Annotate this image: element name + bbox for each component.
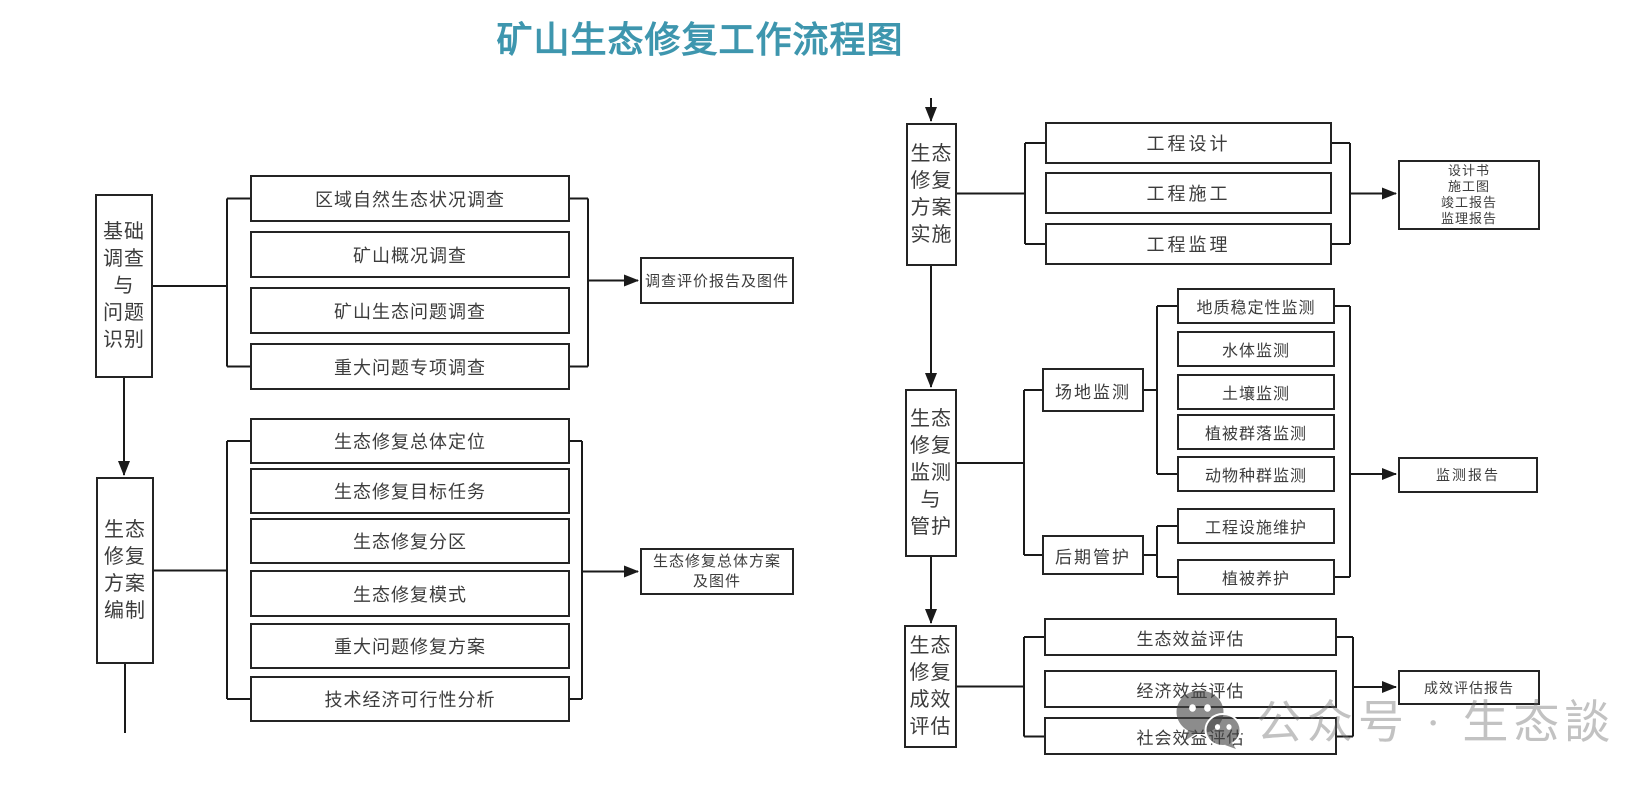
- maintenance-bracket: [1144, 525, 1177, 578]
- node-water-monitoring: 水体监测: [1177, 331, 1335, 367]
- node-stage2-plan-compilation: 生态 修复 方案 编制: [96, 477, 154, 664]
- stage1-left-bracket: [153, 197, 250, 368]
- node-vegetation-care: 植被养护: [1177, 559, 1335, 595]
- stage5-left-bracket: [957, 636, 1044, 738]
- node-ecological-benefit-evaluation: 生态效益评估: [1044, 618, 1337, 656]
- node-major-issue-plan: 重大问题修复方案: [250, 623, 570, 669]
- node-restoration-zoning: 生态修复分区: [250, 518, 570, 564]
- node-major-issue-survey: 重大问题专项调查: [250, 343, 570, 390]
- node-design-docs-output: 设计书 施工图 竣工报告 监理报告: [1398, 160, 1540, 230]
- node-animal-population-monitoring: 动物种群监测: [1177, 456, 1335, 492]
- node-stage1-basic-survey: 基础 调查 与 问题 识别: [95, 194, 153, 378]
- node-overall-positioning: 生态修复总体定位: [250, 418, 570, 464]
- stage1-right-bracket: [570, 197, 589, 368]
- stage2-left-bracket: [154, 440, 250, 700]
- node-mine-eco-problem-survey: 矿山生态问题调查: [250, 287, 570, 334]
- stage4-right-bracket: [1335, 305, 1351, 578]
- node-mine-overview-survey: 矿山概况调查: [250, 231, 570, 278]
- page-title: 矿山生态修复工作流程图: [496, 19, 904, 60]
- node-engineering-supervision: 工程监理: [1045, 223, 1332, 265]
- node-soil-monitoring: 土壤监测: [1177, 374, 1335, 410]
- node-stage3-plan-implementation: 生态 修复 方案 实施: [906, 123, 957, 266]
- node-facility-maintenance: 工程设施维护: [1177, 508, 1335, 544]
- stage2-right-bracket: [570, 440, 583, 700]
- node-goal-tasks: 生态修复目标任务: [250, 468, 570, 514]
- node-overall-plan-output: 生态修复总体方案 及图件: [640, 548, 794, 595]
- node-engineering-construction: 工程施工: [1045, 172, 1332, 214]
- node-social-benefit-evaluation: 社会效益评估: [1044, 717, 1337, 755]
- node-evaluation-report-output: 成效评估报告: [1398, 670, 1540, 705]
- node-geological-stability-monitoring: 地质稳定性监测: [1177, 288, 1335, 324]
- node-stage4-monitoring-maintenance: 生态 修复 监测 与 管护: [905, 389, 957, 557]
- node-later-maintenance: 后期管护: [1042, 535, 1144, 575]
- stage4-left-bracket: [957, 389, 1042, 556]
- node-survey-report-output: 调查评价报告及图件: [640, 257, 794, 304]
- node-vegetation-community-monitoring: 植被群落监测: [1177, 414, 1335, 450]
- node-site-monitoring: 场地监测: [1042, 368, 1144, 412]
- node-feasibility-analysis: 技术经济可行性分析: [250, 676, 570, 722]
- stage5-right-bracket: [1337, 636, 1354, 738]
- node-restoration-mode: 生态修复模式: [250, 570, 570, 617]
- node-economic-benefit-evaluation: 经济效益评估: [1044, 670, 1337, 708]
- stage3-left-bracket: [957, 142, 1045, 245]
- node-regional-ecology-survey: 区域自然生态状况调查: [250, 175, 570, 222]
- site-monitoring-bracket: [1144, 305, 1177, 475]
- node-monitoring-report-output: 监测报告: [1398, 457, 1538, 493]
- node-stage5-effect-evaluation: 生态 修复 成效 评估: [904, 625, 957, 748]
- node-engineering-design: 工程设计: [1045, 122, 1332, 164]
- stage3-right-bracket: [1332, 142, 1351, 245]
